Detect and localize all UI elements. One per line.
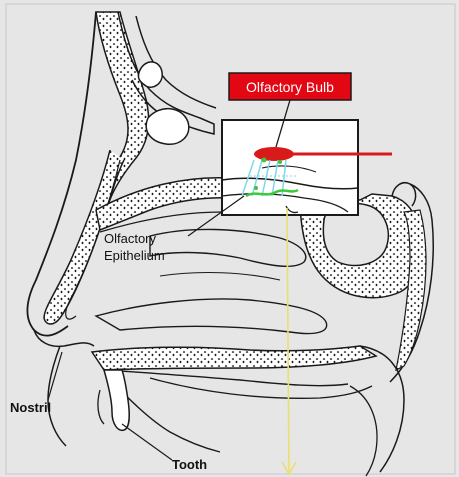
- olfactory-bulb-shape: [254, 147, 294, 161]
- nostril-label: Nostril: [10, 400, 51, 415]
- olfactory-detail-box: [222, 120, 358, 215]
- tooth-label: Tooth: [172, 457, 207, 472]
- olfactory-epithelium-label-line2: Epithelium: [104, 248, 165, 263]
- olfactory-epithelium-label-line1: Olfactory: [104, 231, 157, 246]
- olfactory-bulb-label: Olfactory Bulb: [246, 79, 334, 95]
